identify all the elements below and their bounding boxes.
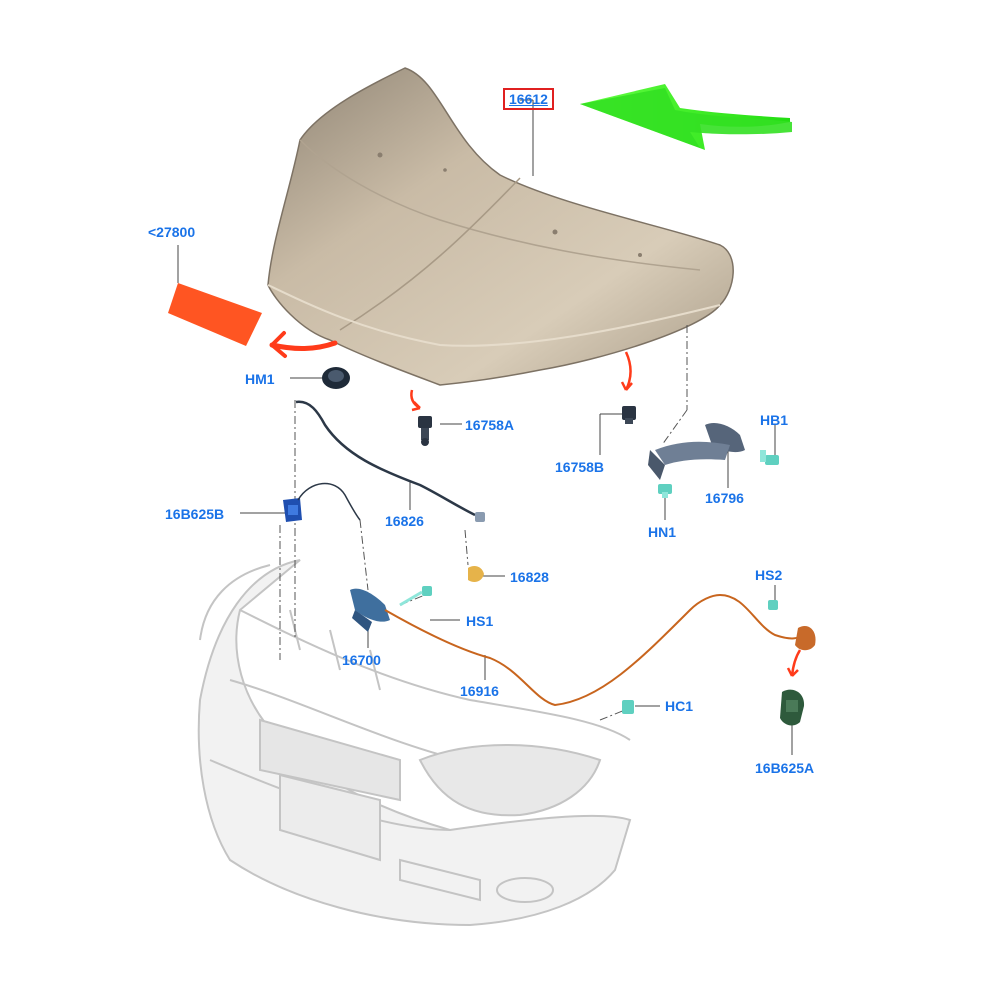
clip-16828 — [468, 566, 484, 582]
bolt-hb1 — [760, 450, 779, 465]
release-handle-16b625a — [780, 689, 805, 726]
label-16612: 16612 — [503, 88, 554, 110]
label-hm1: HM1 — [245, 371, 275, 387]
bracket-16b625b — [283, 498, 302, 522]
cable-end-16826 — [475, 512, 485, 522]
release-cable-16916 — [384, 593, 806, 707]
label-16916: 16916 — [460, 683, 499, 699]
front-bumper — [197, 559, 632, 927]
cable-16826 — [295, 400, 476, 517]
red-curved-arrow-icon — [269, 331, 338, 358]
label-27800: <27800 — [148, 224, 196, 240]
bumper-16758b — [622, 406, 636, 424]
label-hn1: HN1 — [648, 524, 677, 540]
label-16700: 16700 — [342, 652, 381, 668]
label-16826: 16826 — [385, 513, 424, 529]
label-hs1: HS1 — [466, 613, 494, 629]
label-hb1: HB1 — [760, 412, 789, 428]
hood-mount-hm1 — [322, 367, 350, 389]
hood-panel — [267, 67, 734, 386]
label-16b625b: 16B625B — [165, 506, 225, 522]
nut-hn1 — [658, 484, 672, 498]
label-16758a: 16758A — [465, 417, 515, 433]
label-hc1: HC1 — [665, 698, 694, 714]
green-pointer-arrow-icon — [580, 84, 792, 150]
red-arrow-left-icon — [410, 389, 421, 412]
hood-latch-16700 — [350, 588, 390, 632]
clip-hc1 — [622, 700, 634, 714]
label-16b625a: 16B625A — [755, 760, 815, 776]
label-16758b: 16758B — [555, 459, 605, 475]
red-arrow-right-icon — [620, 351, 633, 391]
label-16828: 16828 — [510, 569, 549, 585]
bumper-16758a — [418, 416, 432, 446]
label-hs2: HS2 — [755, 567, 783, 583]
bracket-cable — [297, 482, 361, 521]
insulator-pad — [168, 283, 262, 346]
label-16796: 16796 — [705, 490, 744, 506]
hood-hinge-16796 — [648, 423, 745, 480]
red-arrow-handle-icon — [786, 649, 802, 677]
handle-mount — [795, 625, 816, 651]
screw-hs2 — [768, 600, 778, 610]
screw-hs1 — [399, 586, 432, 607]
